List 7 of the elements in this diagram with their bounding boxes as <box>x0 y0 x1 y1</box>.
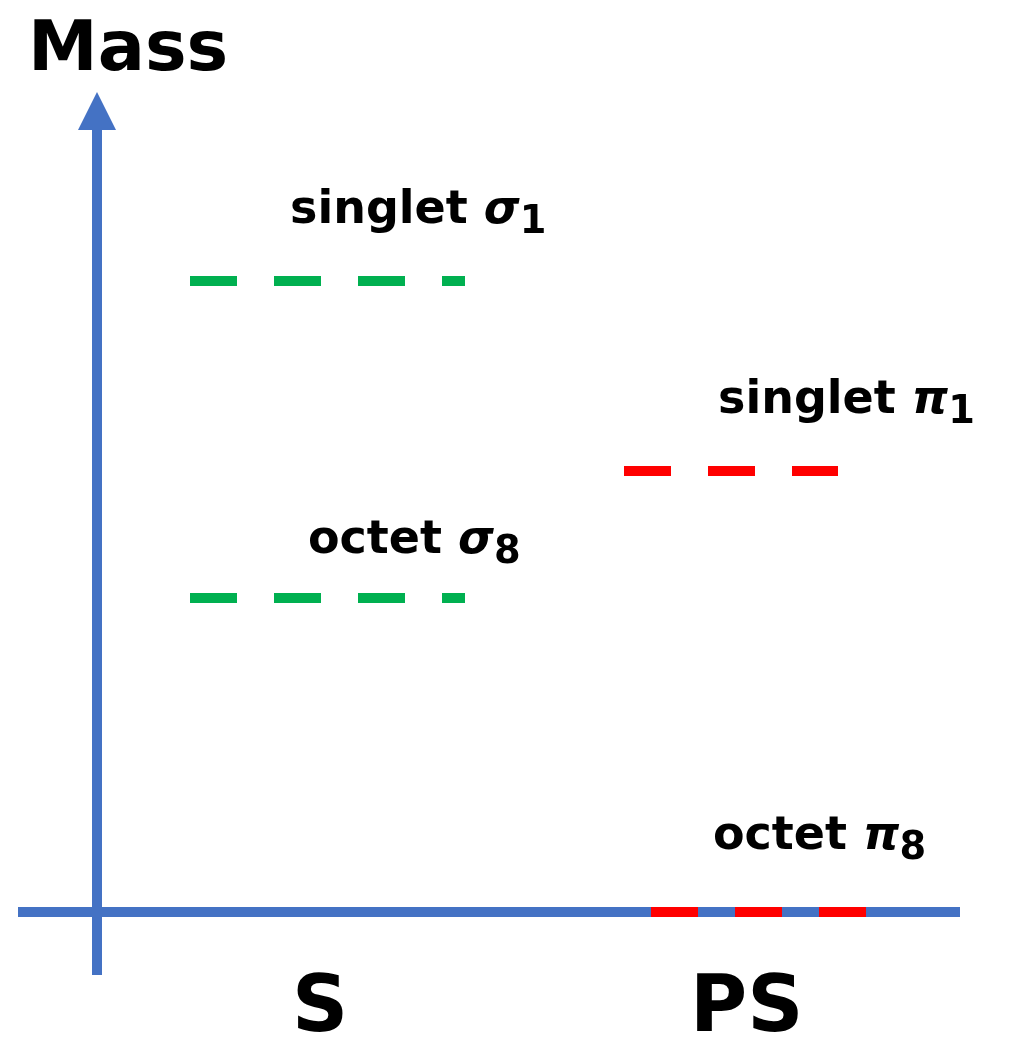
axis-label: Mass <box>28 8 229 85</box>
level-label: octet π$_{8}$ <box>713 808 927 868</box>
level-label: singlet σ$_{1}$ <box>290 182 547 242</box>
category-label: PS <box>690 962 804 1048</box>
category-label: S <box>292 962 349 1048</box>
level-label: octet σ$_{8}$ <box>308 512 521 572</box>
level-label: singlet π$_{1}$ <box>718 372 975 432</box>
